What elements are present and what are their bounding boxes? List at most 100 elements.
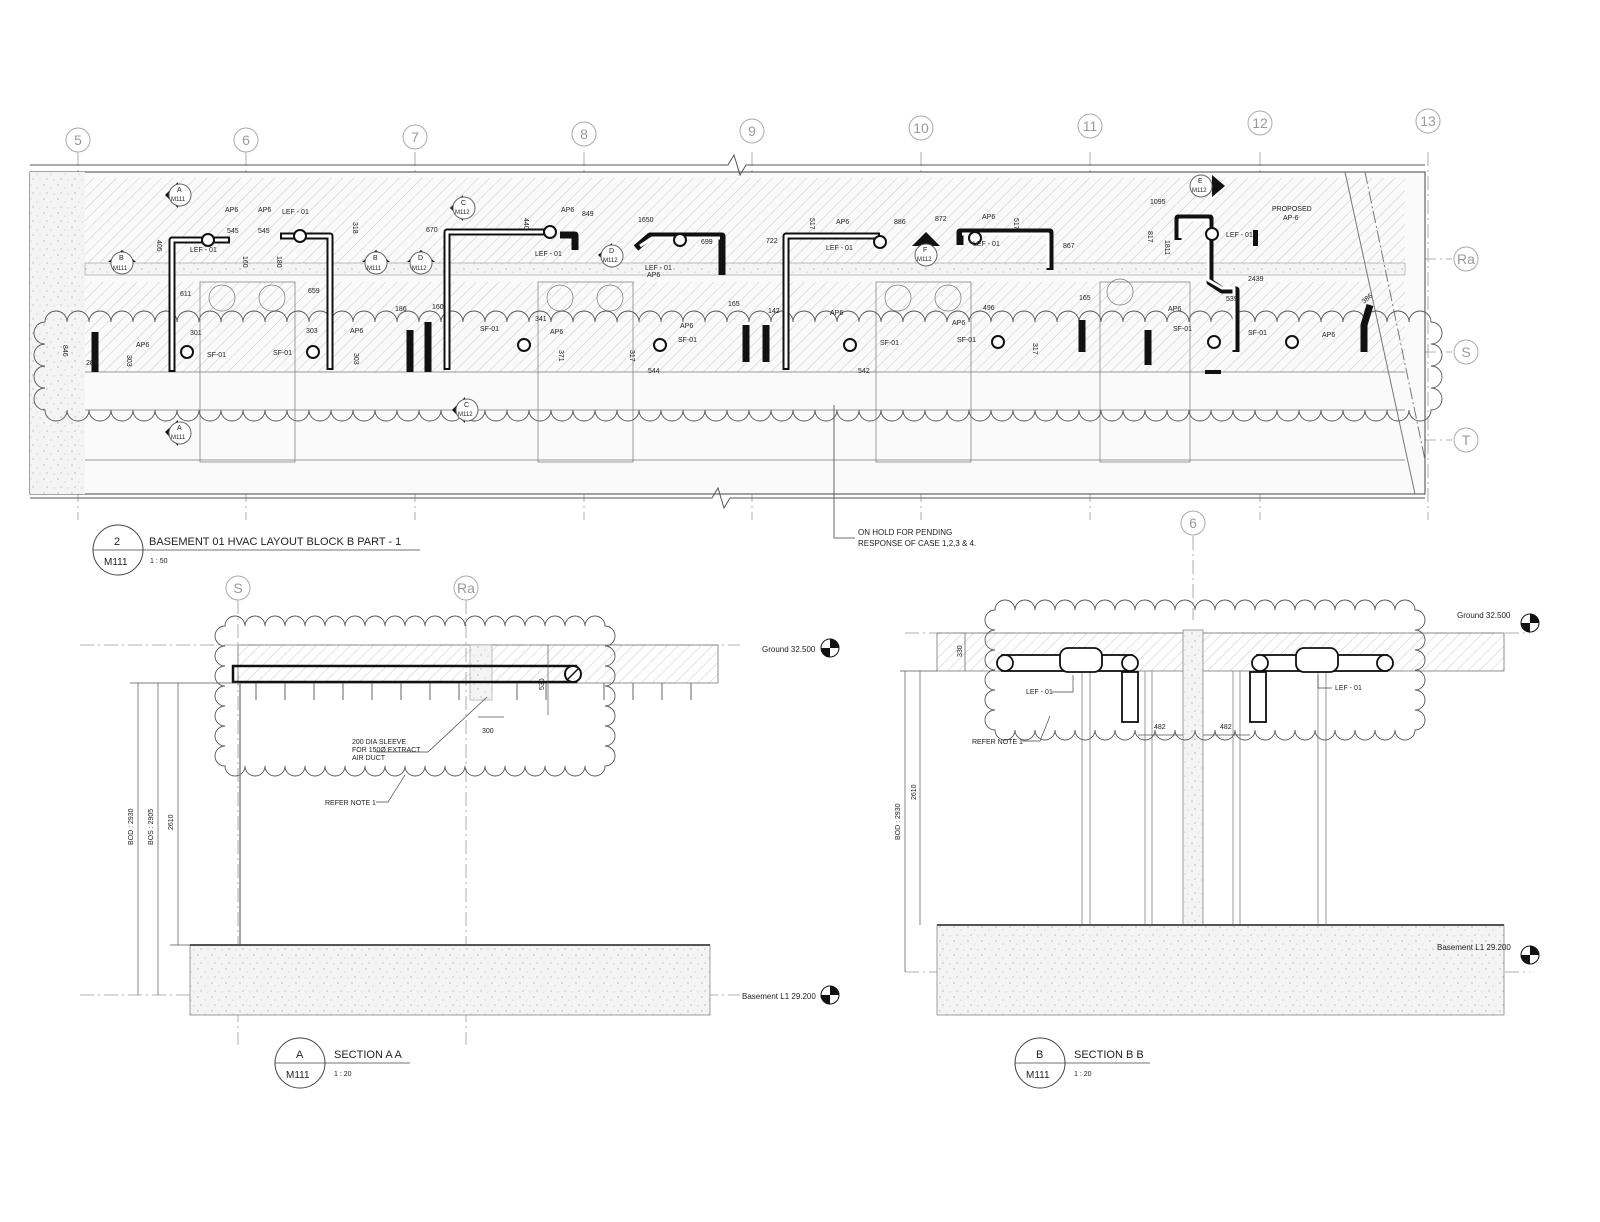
drawing-text: BOD : 2930 <box>895 803 902 840</box>
drawing-text: 330 <box>957 645 964 657</box>
drawing-text: 545 <box>258 228 270 235</box>
grid-label: 13 <box>1420 113 1436 129</box>
grid-label: 12 <box>1252 115 1268 131</box>
fan-units <box>180 225 1299 359</box>
drawing-text: M111 <box>171 197 186 203</box>
drawing-text: AP6 <box>1168 306 1181 313</box>
drawing-text: LEF - 01 <box>190 247 217 254</box>
column <box>1182 629 1204 971</box>
revision-cloud <box>214 615 616 777</box>
grid-bubbles: 5 6 7 8 9 10 11 12 13 Ra S T <box>65 108 1479 453</box>
drawing-text: 542 <box>858 368 870 375</box>
drawing-text: FOR 150Ø EXTRACT <box>352 747 421 754</box>
drawing-text: 670 <box>426 227 438 234</box>
level-marker-basement: Basement L1 29.200 <box>1437 943 1540 965</box>
plan-marker <box>1205 370 1221 374</box>
dimension-lines <box>900 633 1250 972</box>
drawing-text: AP6 <box>1322 332 1335 339</box>
drawing-text: B <box>373 255 378 262</box>
drawing-text: B <box>1036 1049 1043 1061</box>
drawing-text: AP-6 <box>1283 215 1299 222</box>
drawing-text: 2 <box>114 536 120 548</box>
drawing-text: 142 <box>768 308 780 315</box>
section-marker: E M112 <box>1189 174 1225 198</box>
drawing-text: Ground 32.500 <box>762 645 816 654</box>
drawing-text: M112 <box>412 266 427 272</box>
drawing-text: 722 <box>766 238 778 245</box>
drawing-text: 530 <box>539 678 546 690</box>
drawing-text: 886 <box>894 219 906 226</box>
drawing-text: M112 <box>917 257 932 263</box>
plan-view: 5 6 7 8 9 10 11 12 13 Ra S T <box>29 108 1479 576</box>
drawing-text: SF-01 <box>678 337 697 344</box>
drawing-text: 699 <box>701 239 713 246</box>
section-a-title: SECTION A A <box>334 1049 403 1061</box>
drawing-text: Ground 32.500 <box>1457 611 1511 620</box>
drawing-text: M112 <box>1192 188 1207 194</box>
level-marker-ground: Ground 32.500 <box>762 638 840 658</box>
grid-label: 8 <box>580 126 588 142</box>
basement-slab <box>936 924 1505 1016</box>
drawing-text: LEF - 01 <box>973 241 1000 248</box>
drawing-text: M112 <box>455 210 470 216</box>
drawing-text: SF-01 <box>880 340 899 347</box>
plan-title-block: 2 M111 BASEMENT 01 HVAC LAYOUT BLOCK B P… <box>92 524 420 576</box>
drawing-text: 544 <box>648 368 660 375</box>
drawing-text: 160 <box>432 304 444 311</box>
fan-duct-left <box>996 647 1139 723</box>
drawing-text: B <box>119 255 124 262</box>
drawing-text: D <box>609 248 614 255</box>
drawing-text: AP6 <box>952 320 965 327</box>
drawing-text: 303 <box>125 355 132 367</box>
drawing-text: REFER NOTE 1 <box>972 739 1023 746</box>
dimension-lines <box>130 645 549 995</box>
drawing-text: 517 <box>808 218 815 230</box>
drawing-text: 165 <box>728 301 740 308</box>
drawing-text: BOS : 2905 <box>148 809 155 845</box>
drawing-text: 405 <box>155 240 162 252</box>
drawing-text: AP6 <box>830 310 843 317</box>
drawing-text: 300 <box>482 728 494 735</box>
drawing-text: LEF - 01 <box>826 245 853 252</box>
drawing-text: LEF - 01 <box>282 209 309 216</box>
grid-label: 5 <box>74 132 82 148</box>
drawing-text: 846 <box>61 345 68 357</box>
drawing-text: A <box>296 1049 304 1061</box>
grid-label: 6 <box>242 132 250 148</box>
level-marker-basement: Basement L1 29.200 <box>742 985 840 1005</box>
grid-label: S <box>233 580 242 596</box>
section-b-title: SECTION B B <box>1074 1049 1144 1061</box>
drawing-text: Basement L1 29.200 <box>1437 943 1511 952</box>
drawing-text: 317 <box>1031 343 1038 355</box>
drawing-text: 611 <box>180 291 191 298</box>
drawing-text: SF-01 <box>207 352 226 359</box>
grid-label: Ra <box>1457 251 1475 267</box>
drawing-text: 165 <box>1079 295 1091 302</box>
plan-title: BASEMENT 01 HVAC LAYOUT BLOCK B PART - 1 <box>149 536 401 548</box>
drawing-text: LEF - 01 <box>1226 232 1253 239</box>
drawing-text: BOD : 2930 <box>128 808 135 845</box>
section-b-view: 6 BOD : 2930 <box>895 510 1540 1089</box>
drawing-text: M111 <box>367 266 382 272</box>
proposed-ap6-marker <box>1253 230 1258 246</box>
drawing-text: E <box>1198 178 1203 185</box>
equipment-labels: AP6 AP6 LEF - 01 LEF - 01 AP6 LEF - 01 A… <box>136 206 1335 359</box>
drawing-text: 1650 <box>638 217 654 224</box>
drawing-text: 1811 <box>1163 240 1170 255</box>
drawing-text: LEF - 01 <box>535 251 562 258</box>
drawing-text: AP6 <box>647 272 660 279</box>
section-a-view: S Ra BOD : 2930 BOS : 2905 2610 530 300 … <box>80 575 840 1089</box>
section-a-title-block: A M111 SECTION A A 1 : 20 <box>274 1037 410 1089</box>
drawing-text: M111 <box>286 1070 310 1081</box>
drawing-text: 867 <box>1063 243 1075 250</box>
drawing-text: AP6 <box>836 219 849 226</box>
break-line-bottom <box>30 486 1425 510</box>
drawing-text: M111 <box>1026 1070 1050 1081</box>
drawing-text: 545 <box>227 228 239 235</box>
basement-slab <box>189 944 711 1016</box>
